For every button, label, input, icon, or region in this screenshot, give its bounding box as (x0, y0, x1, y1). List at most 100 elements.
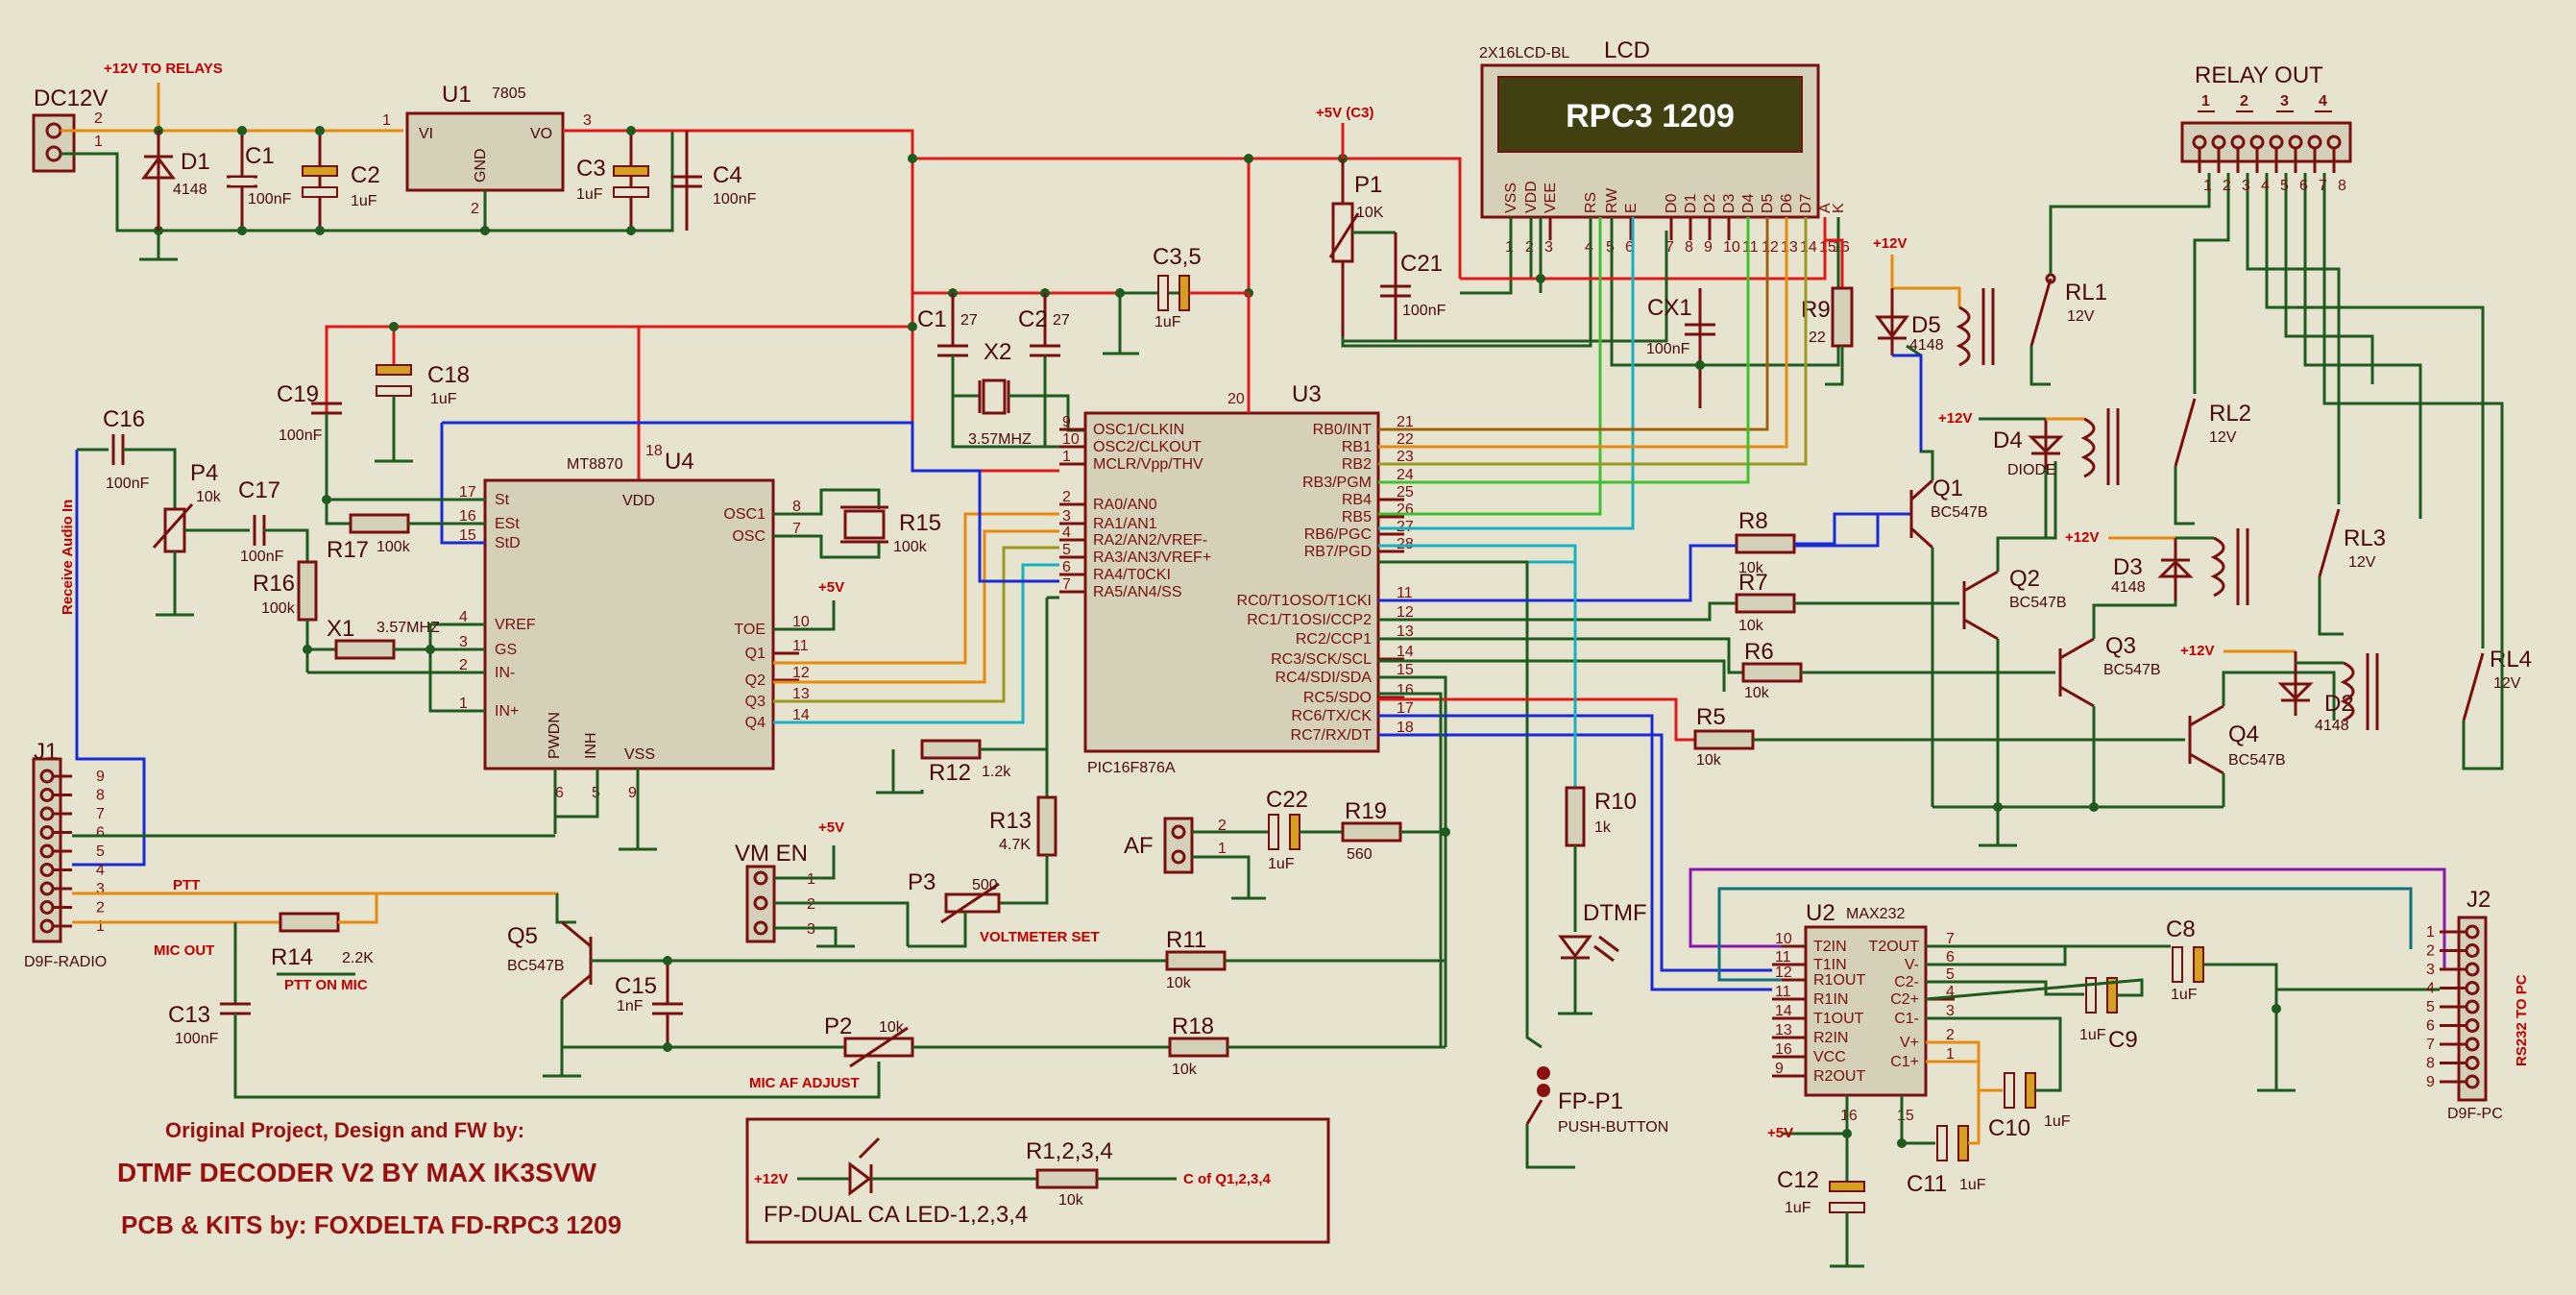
r15-resistor: R16 100k (253, 560, 318, 672)
svg-text:560: 560 (1347, 846, 1373, 863)
svg-text:3.57MHZ: 3.57MHZ (968, 431, 1032, 448)
svg-text:D3: D3 (2113, 554, 2143, 580)
svg-text:C8: C8 (2166, 916, 2196, 942)
svg-text:C4: C4 (713, 162, 742, 188)
u4-pin-number: 4 (459, 609, 468, 625)
j1-pin-number: 3 (96, 881, 105, 897)
svg-text:D4: D4 (1993, 428, 2023, 453)
d5-diode: +12V D5 4148 (1873, 235, 1995, 452)
u3-pin-number: 21 (1397, 414, 1414, 430)
power-supply: DC12V 2 1 +12V TO RELAYS D1 4148 C1 100n… (32, 61, 1460, 261)
u2-pin-number: 3 (1946, 1003, 1955, 1019)
svg-text:4.7K: 4.7K (999, 837, 1031, 853)
svg-text:20: 20 (1227, 391, 1245, 407)
u3-pin-label: RA5/AN4/SS (1093, 584, 1181, 600)
svg-text:C16: C16 (103, 406, 145, 432)
c11-capacitor: C11 1uF (1902, 1060, 1986, 1197)
svg-text:D1: D1 (181, 149, 210, 175)
svg-text:Q2: Q2 (2009, 566, 2040, 592)
svg-text:22: 22 (1809, 330, 1826, 346)
u2-pin-label: T1OUT (1813, 1011, 1864, 1027)
lcd-pin-number: 8 (1685, 239, 1693, 256)
u3-pin-label: RB2 (1342, 456, 1372, 473)
relay-conn-pin-number: 2 (2223, 178, 2231, 194)
lcd-pin-label: D6 (1779, 193, 1795, 213)
vm-en-jumper: VM EN 1 2 3 +5V (735, 819, 910, 948)
lcd-pin-label: RS (1583, 192, 1599, 213)
u3-pin-number: 16 (1397, 682, 1414, 698)
u4-pin-label: Q2 (745, 672, 766, 689)
u3-pin-number: 12 (1397, 604, 1414, 621)
svg-text:10K: 10K (1356, 205, 1384, 221)
svg-text:MAX232: MAX232 (1846, 906, 1905, 922)
c2-capacitor: C2 1uF (302, 131, 380, 231)
j1-pin-number: 2 (96, 900, 105, 916)
u2-pin-number: 4 (1946, 984, 1955, 1000)
svg-text:10k: 10k (1738, 618, 1764, 634)
u2-pin-label: T2OUT (1869, 939, 1920, 955)
lcd-pin-number: 3 (1544, 239, 1553, 256)
u2-pin-number: 9 (1775, 1061, 1784, 1077)
j2-pin-number: 7 (2426, 1037, 2435, 1053)
u2-pin-label: V+ (1900, 1035, 1919, 1051)
svg-text:18: 18 (645, 443, 663, 459)
svg-text:VM EN: VM EN (735, 841, 808, 867)
fp-p1-button[interactable]: FP-P1 PUSH-BUTTON (1525, 1066, 1668, 1169)
u4-pin-number: 7 (792, 521, 801, 537)
svg-text:VI: VI (419, 126, 433, 142)
svg-text:1: 1 (1218, 841, 1227, 857)
svg-text:R12: R12 (929, 760, 971, 786)
svg-text:Q4: Q4 (2228, 721, 2259, 747)
relays-12v-note: +12V TO RELAYS (104, 61, 223, 77)
svg-text:BC547B: BC547B (2228, 752, 2286, 769)
u4-pin-label: IN- (495, 665, 515, 681)
svg-text:R10: R10 (1594, 789, 1637, 815)
lcd-pin-label: D5 (1760, 193, 1776, 213)
svg-text:1k: 1k (1594, 819, 1612, 836)
c1-capacitor: C1 100nF (227, 131, 292, 231)
c15-capacitor: C15 1nF (615, 961, 683, 1047)
svg-text:10k: 10k (1744, 685, 1770, 701)
svg-text:4148: 4148 (2315, 718, 2349, 734)
svg-text:1uF: 1uF (430, 391, 457, 407)
svg-text:100nF: 100nF (175, 1031, 219, 1047)
svg-text:R5: R5 (1696, 704, 1726, 730)
c19-capacitor: C19 100nF (277, 327, 485, 501)
u2-pin-number: 13 (1775, 1022, 1792, 1038)
u2-pin-number: 10 (1775, 931, 1792, 947)
svg-text:C11: C11 (1907, 1171, 1947, 1197)
u4-pin-number: 1 (459, 696, 468, 712)
svg-text:1uF: 1uF (2079, 1027, 2106, 1043)
c12-capacitor: C12 1uF (1777, 1167, 1865, 1268)
r12-resistor: R12 1.2k (891, 596, 1059, 794)
u2-pin-label: C1- (1894, 1011, 1919, 1027)
svg-text:+5V: +5V (818, 579, 844, 596)
svg-text:100nF: 100nF (248, 191, 292, 208)
j2-pin-number: 5 (2426, 999, 2435, 1015)
u2-pin-label: R1IN (1813, 991, 1848, 1008)
svg-text:C21: C21 (1400, 251, 1443, 277)
svg-text:1nF: 1nF (617, 998, 644, 1014)
svg-text:100nF: 100nF (1646, 341, 1690, 357)
svg-text:INH: INH (583, 732, 599, 759)
j1-pin-number: 6 (96, 825, 105, 842)
lcd-pin-number: 7 (1665, 239, 1674, 256)
r5-resistor: R5 10k (1676, 704, 2185, 769)
svg-text:P2: P2 (824, 1014, 852, 1039)
svg-text:R19: R19 (1345, 798, 1387, 824)
svg-text:RL4: RL4 (2490, 647, 2532, 672)
svg-text:1uF: 1uF (1154, 314, 1181, 330)
u3-pin-number: 23 (1397, 449, 1414, 465)
u3-pin-number: 25 (1397, 484, 1414, 501)
d4-diode: +12V D4 DIODE (1938, 408, 2120, 540)
q4-transistor: Q4 BC547B (2188, 671, 2336, 807)
svg-text:27: 27 (960, 312, 978, 329)
lcd-name: LCD (1604, 37, 1650, 63)
svg-text:U4: U4 (665, 449, 694, 475)
r6-resistor: R6 10k (1729, 639, 2055, 701)
credit-line-3: PCB & KITS by: FOXDELTA FD-RPC3 1209 (121, 1210, 621, 1239)
